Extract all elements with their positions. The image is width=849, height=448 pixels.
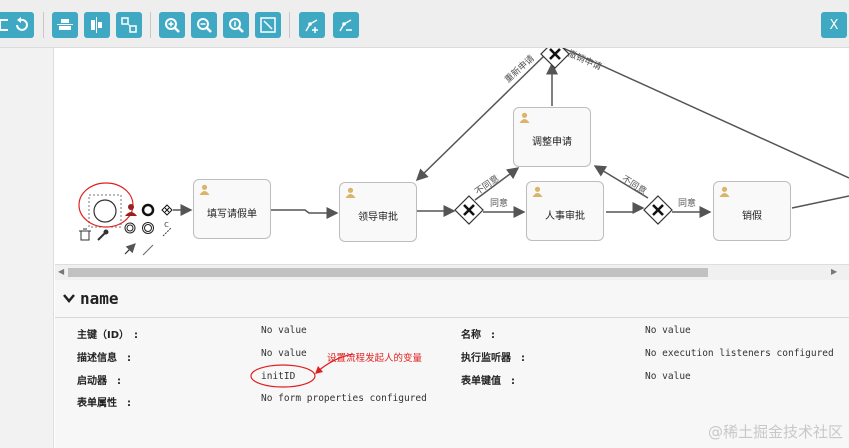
properties-title: name: [80, 289, 119, 308]
task-adjust-request[interactable]: 调整申请: [513, 107, 591, 167]
zoom-out-button[interactable]: [191, 12, 217, 38]
undo-button[interactable]: [8, 12, 34, 38]
flow-gateway1-to-adjust[interactable]: [474, 167, 520, 201]
flow-cancel-to-end[interactable]: [791, 195, 849, 209]
flow-label-agree: 同意: [490, 199, 509, 209]
toolbar-separator: [43, 12, 44, 38]
align-horizontal-icon: [57, 19, 73, 30]
shape-repository-panel: [0, 48, 54, 448]
property-value-name[interactable]: No value: [645, 325, 691, 336]
task-label: 调整申请: [532, 137, 572, 148]
task-label: 人事审批: [545, 211, 585, 222]
exclusive-gateway-2[interactable]: [643, 195, 673, 225]
zoom-in-button[interactable]: [159, 12, 185, 38]
property-label-description: 描述信息 :: [77, 353, 131, 364]
task-fill-form[interactable]: 填写请假单: [193, 179, 271, 239]
task-label: 填写请假单: [207, 209, 257, 220]
properties-header[interactable]: name: [55, 280, 849, 318]
delete-icon[interactable]: [79, 228, 91, 241]
zoom-in-icon: [165, 18, 180, 33]
palette-small-label: c: [164, 220, 169, 230]
annotation-circle: [250, 364, 316, 388]
property-value-form-properties[interactable]: No form properties configured: [261, 393, 427, 404]
scroll-right-arrow[interactable]: ▶: [831, 267, 838, 276]
watermark: @稀土掘金技术社区: [707, 423, 843, 441]
gateway-palette-icon[interactable]: [161, 204, 173, 216]
flow-label-agree: 同意: [678, 199, 697, 209]
remove-bendpoint-button[interactable]: [333, 12, 359, 38]
task-cancel-leave[interactable]: 销假: [713, 181, 791, 241]
zoom-fit-icon: [260, 17, 276, 33]
boundary-event-palette-icon[interactable]: [142, 222, 154, 234]
task-hr-approve[interactable]: 人事审批: [526, 181, 604, 241]
property-value-description[interactable]: No value: [261, 348, 307, 359]
user-icon: [719, 186, 730, 197]
same-size-button[interactable]: [116, 12, 142, 38]
user-icon: [199, 184, 210, 195]
property-label-id: 主键（ID） :: [77, 330, 139, 341]
align-vertical-button[interactable]: [84, 12, 110, 38]
exclusive-gateway-3[interactable]: [540, 48, 570, 69]
scrollbar-thumb[interactable]: [68, 268, 708, 277]
zoom-fit-button[interactable]: [255, 12, 281, 38]
align-vertical-icon: [91, 17, 102, 33]
property-label-listeners: 执行监听器 :: [461, 353, 525, 364]
flow-gateway3-to-leader[interactable]: [415, 54, 546, 182]
toolbar-separator: [150, 12, 151, 38]
properties-panel: name 主键（ID） : No value 名称 : No value 描述信…: [55, 280, 849, 448]
association-palette-icon[interactable]: [162, 227, 172, 237]
zoom-actual-icon: [229, 18, 244, 33]
diagram-edges: [78, 48, 849, 256]
add-bendpoint-icon: [305, 19, 318, 33]
canvas-horizontal-scrollbar[interactable]: ◀ ▶: [55, 264, 849, 280]
exclusive-gateway-1[interactable]: [454, 195, 484, 225]
remove-bendpoint-icon: [339, 19, 352, 32]
property-label-formkey: 表单键值 :: [461, 376, 515, 387]
property-label-form-properties: 表单属性 :: [77, 398, 131, 409]
zoom-actual-button[interactable]: [223, 12, 249, 38]
user-icon: [519, 112, 530, 123]
start-event[interactable]: [93, 199, 117, 223]
annotation-text: 设置流程发起人的变量: [327, 353, 423, 364]
toolbar-separator: [289, 12, 290, 38]
task-label: 领导审批: [358, 212, 398, 223]
message-flow-palette-icon[interactable]: [142, 244, 154, 256]
property-label-name: 名称 :: [461, 330, 495, 341]
annotation-overlay: [250, 353, 354, 388]
user-icon: [532, 186, 543, 197]
same-size-icon: [121, 17, 137, 33]
intermediate-event-palette-icon[interactable]: [124, 222, 136, 234]
diagram-canvas[interactable]: 填写请假单 领导审批 人事审批 调整申请 销假 同意 不同意 不同意 同意 重新…: [55, 48, 849, 264]
user-task-palette-icon[interactable]: [125, 204, 137, 216]
align-horizontal-button[interactable]: [52, 12, 78, 38]
close-button[interactable]: X: [821, 12, 847, 38]
sequence-flow-palette-icon[interactable]: [124, 243, 136, 255]
flow-gateway2-to-adjust[interactable]: [593, 165, 649, 199]
flow-gateway3-to-end[interactable]: [562, 48, 849, 179]
undo-icon: [16, 17, 28, 31]
property-value-id[interactable]: No value: [261, 325, 307, 336]
task-label: 销假: [742, 211, 762, 222]
add-bendpoint-button[interactable]: [299, 12, 325, 38]
property-value-initiator[interactable]: initID: [261, 371, 296, 382]
wrench-icon[interactable]: [97, 229, 109, 241]
property-label-initiator: 启动器 :: [77, 376, 121, 387]
editor-toolbar: X: [0, 0, 849, 48]
property-value-listeners[interactable]: No execution listeners configured: [645, 348, 834, 359]
flow-fill-to-leader[interactable]: [271, 207, 339, 219]
user-icon: [345, 187, 356, 198]
property-value-formkey[interactable]: No value: [645, 371, 691, 382]
scroll-left-arrow[interactable]: ◀: [58, 267, 65, 276]
zoom-out-icon: [197, 18, 212, 33]
task-leader-approve[interactable]: 领导审批: [339, 182, 417, 242]
flow-hr-to-gateway2[interactable]: [606, 202, 645, 214]
chevron-down-icon[interactable]: [63, 293, 75, 303]
end-event-palette-icon[interactable]: [141, 203, 155, 217]
